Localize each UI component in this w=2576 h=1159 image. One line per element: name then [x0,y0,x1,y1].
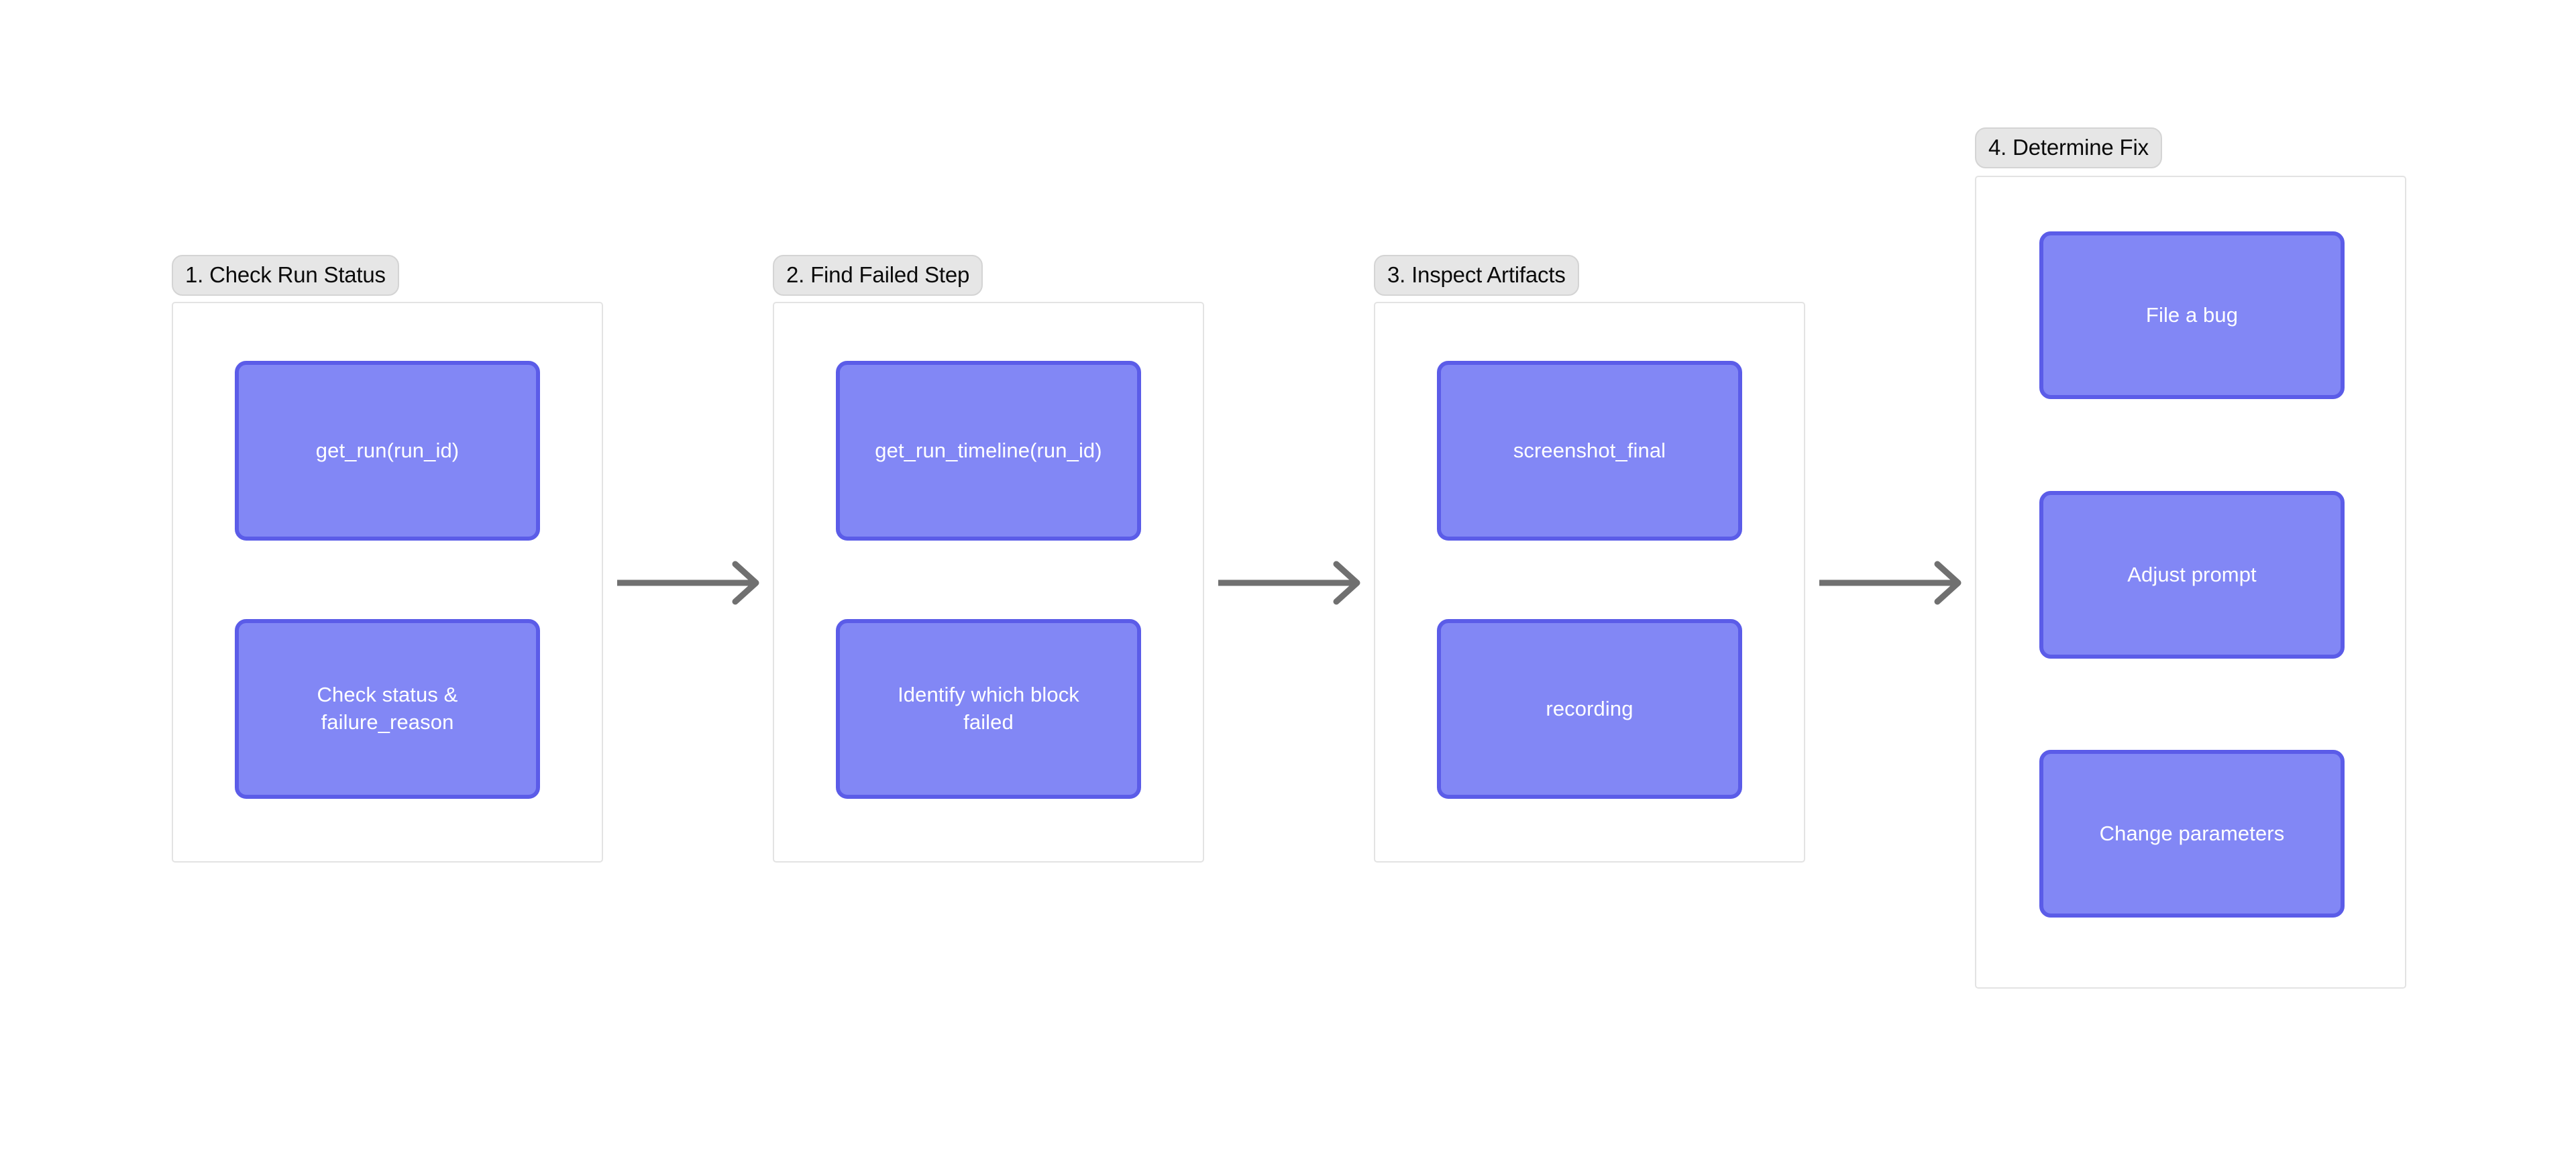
node-file-a-bug[interactable]: File a bug [2039,231,2345,399]
group-label-3: 3. Inspect Artifacts [1374,255,1579,296]
connector-arrow-2 [1218,561,1360,605]
node-get-run-timeline-label: get_run_timeline(run_id) [875,438,1102,462]
node-get-run[interactable]: get_run(run_id) [235,361,540,541]
node-change-parameters[interactable]: Change parameters [2039,750,2345,918]
node-screenshot-final-label: screenshot_final [1513,438,1666,462]
group-label-1-text: 1. Check Run Status [185,262,386,287]
node-identify-failed-block-label: Identify which block failed [898,683,1079,734]
node-recording[interactable]: recording [1437,619,1742,799]
node-identify-failed-block[interactable]: Identify which block failed [836,619,1141,799]
node-screenshot-final[interactable]: screenshot_final [1437,361,1742,541]
node-recording-label: recording [1546,696,1633,720]
connector-arrow-1 [617,561,759,605]
group-label-4: 4. Determine Fix [1975,127,2162,168]
group-label-1: 1. Check Run Status [172,255,399,296]
connector-arrow-3 [1819,561,1962,605]
node-check-status-failure-reason[interactable]: Check status & failure_reason [235,619,540,799]
group-label-2: 2. Find Failed Step [773,255,983,296]
node-adjust-prompt[interactable]: Adjust prompt [2039,491,2345,659]
node-file-a-bug-label: File a bug [2145,302,2239,327]
group-label-2-text: 2. Find Failed Step [786,262,970,287]
group-label-3-text: 3. Inspect Artifacts [1387,262,1566,287]
node-check-status-failure-reason-label: Check status & failure_reason [317,683,458,734]
group-label-4-text: 4. Determine Fix [1988,135,2149,160]
node-adjust-prompt-label: Adjust prompt [2127,562,2257,586]
node-change-parameters-label: Change parameters [2099,821,2285,845]
node-get-run-timeline[interactable]: get_run_timeline(run_id) [836,361,1141,541]
node-get-run-label: get_run(run_id) [315,438,460,462]
